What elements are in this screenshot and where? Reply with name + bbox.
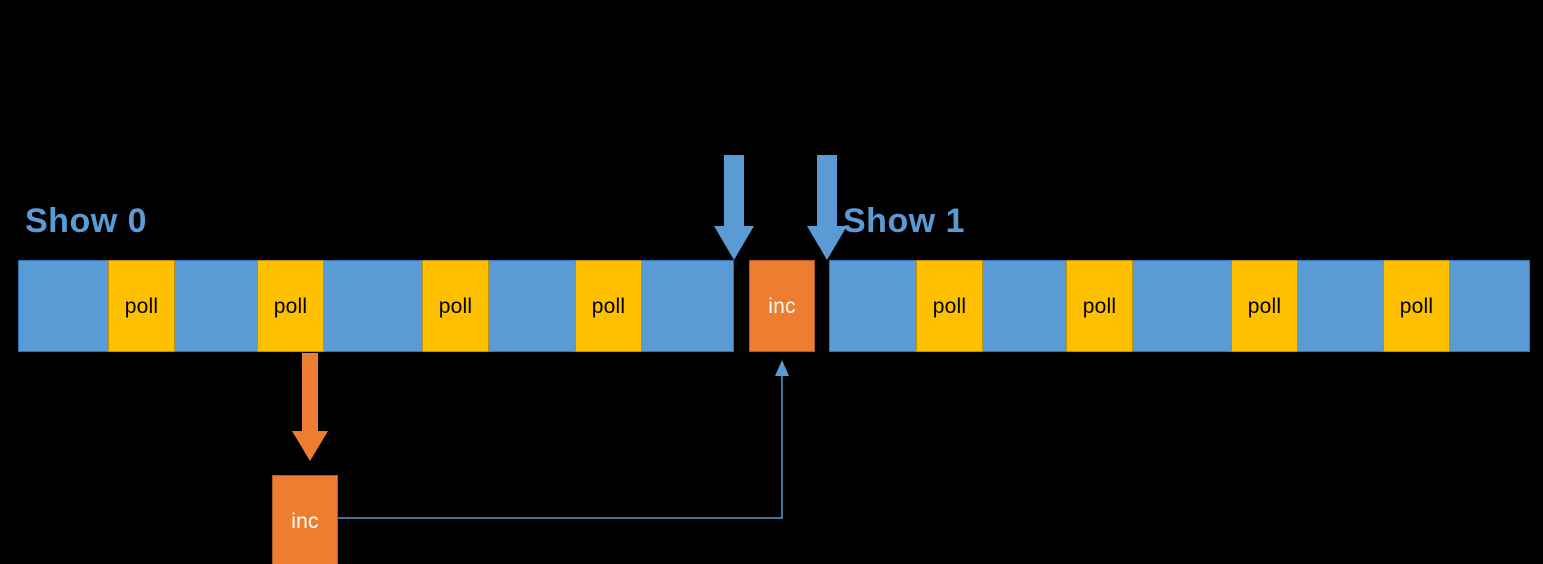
frame-boundary-arrow-1 (714, 155, 754, 260)
show-1-timeline-poll-cell-3: poll (1231, 260, 1298, 352)
inc-cell-detached: inc (272, 475, 338, 564)
poll-cell-label: poll (591, 294, 626, 318)
show-1-timeline-poll-cell-1: poll (916, 260, 983, 352)
show-1-label: Show 1 (843, 202, 966, 240)
poll-cell-label: poll (1247, 294, 1282, 318)
show-1-timeline-poll-cell-2: poll (1066, 260, 1133, 352)
inc-deferred-connector-arrowhead-icon (775, 360, 789, 376)
show-0-timeline-poll-cell-2: poll (257, 260, 324, 352)
inc-cell-timeline: inc (749, 260, 815, 352)
poll-cell-label: poll (932, 294, 967, 318)
show-1-timeline-poll-cell-4: poll (1383, 260, 1450, 352)
poll-cell-label: poll (273, 294, 308, 318)
show-0-timeline-poll-cell-3: poll (422, 260, 489, 352)
inc-deferred-connector (338, 376, 783, 519)
poll-cell-label: poll (1082, 294, 1117, 318)
poll-cell-label: poll (124, 294, 159, 318)
deferred-work-arrow (292, 353, 328, 461)
show-0-timeline-poll-cell-1: poll (108, 260, 175, 352)
poll-cell-label: poll (438, 294, 473, 318)
show-0-label: Show 0 (25, 202, 148, 240)
poll-cell-label: poll (1399, 294, 1434, 318)
inc-cell-label: inc (768, 294, 796, 318)
inc-cell-label: inc (291, 509, 319, 533)
frame-boundary-arrow-2 (807, 155, 847, 260)
show-0-timeline-poll-cell-4: poll (575, 260, 642, 352)
